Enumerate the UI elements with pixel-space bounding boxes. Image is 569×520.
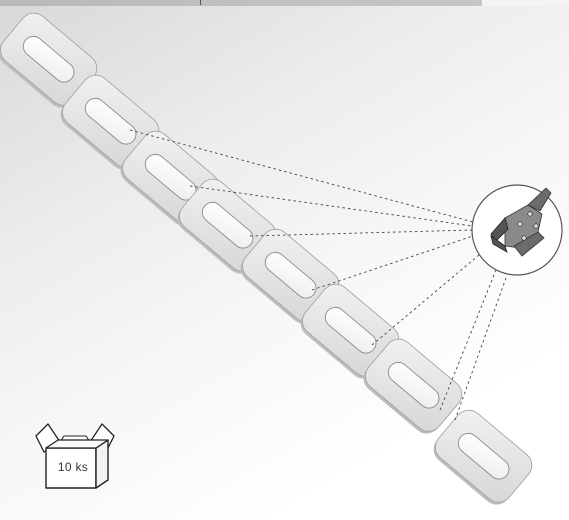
- chain-link: [300, 283, 400, 379]
- chain-link: [177, 178, 277, 274]
- cut-line: [189, 185, 473, 227]
- cut-line: [454, 277, 507, 421]
- chain-link: [240, 228, 340, 324]
- chain-link: [363, 338, 463, 434]
- top-band: [0, 0, 569, 6]
- cut-line: [371, 254, 480, 346]
- package-quantity-label: 10 ks: [57, 460, 89, 474]
- chain-link: [433, 409, 533, 505]
- cut-point-lines: [129, 129, 507, 421]
- top-band-tick: [200, 0, 201, 5]
- cut-line: [249, 229, 473, 237]
- top-band-gap: [482, 0, 569, 6]
- cut-line: [129, 129, 474, 223]
- cut-line: [439, 269, 497, 411]
- chain-link: [60, 74, 160, 170]
- cutter-tool-icon: [471, 184, 563, 276]
- spacer-chain: [0, 12, 533, 505]
- cut-line: [311, 235, 474, 291]
- chain-link: [0, 12, 98, 108]
- box-icon: [35, 423, 115, 489]
